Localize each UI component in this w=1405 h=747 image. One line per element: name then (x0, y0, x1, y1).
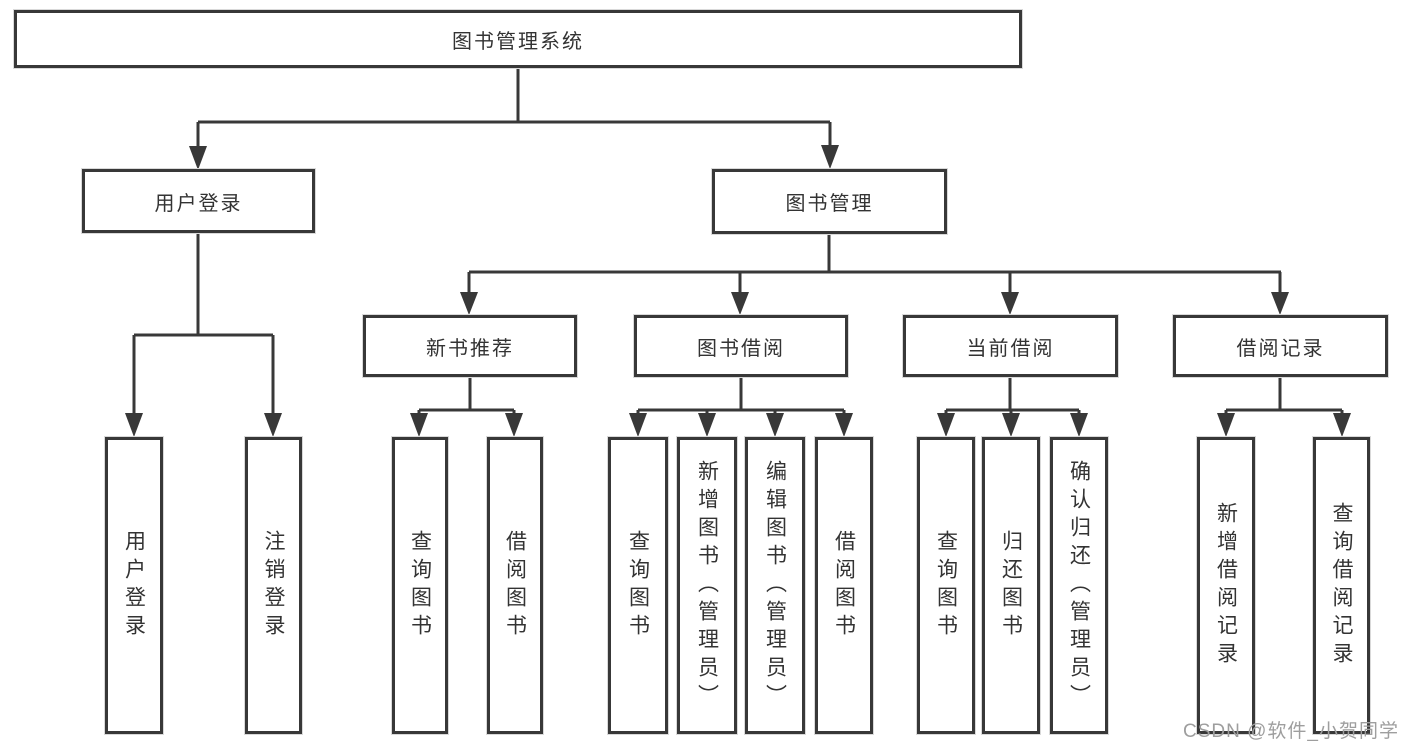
leaf-query-books-borrow-label: 查询图书 (626, 529, 650, 642)
csdn-watermark: CSDN @软件_小贺同学 (1183, 721, 1399, 742)
arrow-icon (835, 413, 853, 437)
node-book-borrow-label: 图书借阅 (697, 337, 785, 360)
arrow-icon (937, 413, 955, 437)
arrow-icon (731, 292, 749, 315)
connector-current-borrow (944, 377, 1081, 414)
node-new-book-recommend: 新书推荐 (363, 315, 577, 377)
connector-book-management (467, 234, 1282, 293)
leaf-borrow-books-label: 借阅图书 (832, 529, 856, 642)
arrow-icon (766, 413, 784, 437)
leaf-query-books-recommend-label: 查询图书 (408, 529, 432, 642)
arrow-icon (629, 413, 647, 437)
leaf-add-books-admin-label: 新增图书（管理员） (695, 459, 719, 712)
leaf-logout-label: 注销登录 (262, 529, 285, 642)
node-current-borrow-label: 当前借阅 (966, 337, 1055, 360)
node-root: 图书管理系统 (14, 10, 1022, 68)
node-user-login: 用户登录 (82, 169, 315, 233)
leaf-user-login: 用户登录 (105, 437, 163, 734)
connector-book-borrow (636, 377, 846, 414)
arrow-icon (1001, 292, 1019, 315)
leaf-borrow-books-recommend: 借阅图书 (487, 437, 543, 734)
leaf-confirm-return-admin: 确认归还（管理员） (1050, 437, 1108, 734)
arrow-icon (1217, 413, 1235, 437)
connector-root (196, 68, 832, 147)
leaf-return-books: 归还图书 (982, 437, 1040, 734)
leaf-logout: 注销登录 (245, 437, 302, 734)
leaf-add-borrow-record-label: 新增借阅记录 (1214, 501, 1238, 670)
arrow-icon (821, 145, 839, 169)
node-current-borrow: 当前借阅 (903, 315, 1118, 377)
arrow-icon (264, 413, 282, 437)
leaf-add-borrow-record: 新增借阅记录 (1197, 437, 1255, 734)
leaf-query-borrow-record-label: 查询借阅记录 (1330, 501, 1353, 670)
node-book-management-label: 图书管理 (785, 193, 874, 215)
arrow-icon (1333, 413, 1351, 437)
leaf-add-books-admin: 新增图书（管理员） (677, 437, 737, 734)
leaf-borrow-books-recommend-label: 借阅图书 (503, 529, 527, 642)
node-book-borrow: 图书借阅 (634, 315, 848, 377)
connector-user-login (132, 233, 275, 414)
node-root-label: 图书管理系统 (452, 30, 584, 53)
leaf-confirm-return-admin-label: 确认归还（管理员） (1067, 459, 1091, 712)
arrow-icon (1271, 292, 1289, 315)
leaf-user-login-label: 用户登录 (122, 529, 146, 642)
arrow-icon (698, 413, 716, 437)
arrow-icon (505, 413, 523, 437)
leaf-query-books-current-label: 查询图书 (934, 529, 958, 642)
arrow-icon (125, 413, 143, 437)
leaf-query-books-borrow: 查询图书 (608, 437, 668, 734)
node-book-management: 图书管理 (712, 169, 947, 234)
leaf-query-borrow-record: 查询借阅记录 (1313, 437, 1370, 734)
leaf-query-books-recommend: 查询图书 (392, 437, 448, 734)
node-borrow-records: 借阅记录 (1173, 315, 1388, 377)
leaf-edit-books-admin-label: 编辑图书（管理员） (763, 459, 787, 712)
connector-borrow-records (1224, 377, 1344, 414)
arrow-icon (1002, 413, 1020, 437)
arrow-icon (410, 413, 428, 437)
connector-new-book-recommend (417, 377, 516, 414)
arrow-icon (189, 146, 207, 170)
node-user-login-label: 用户登录 (154, 192, 243, 215)
node-borrow-records-label: 借阅记录 (1236, 337, 1325, 360)
arrow-icon (460, 292, 478, 315)
leaf-return-books-label: 归还图书 (999, 529, 1023, 642)
leaf-query-books-current: 查询图书 (917, 437, 975, 734)
arrow-icon (1070, 413, 1088, 437)
leaf-borrow-books: 借阅图书 (815, 437, 873, 734)
leaf-edit-books-admin: 编辑图书（管理员） (745, 437, 805, 734)
node-new-book-recommend-label: 新书推荐 (426, 337, 514, 360)
